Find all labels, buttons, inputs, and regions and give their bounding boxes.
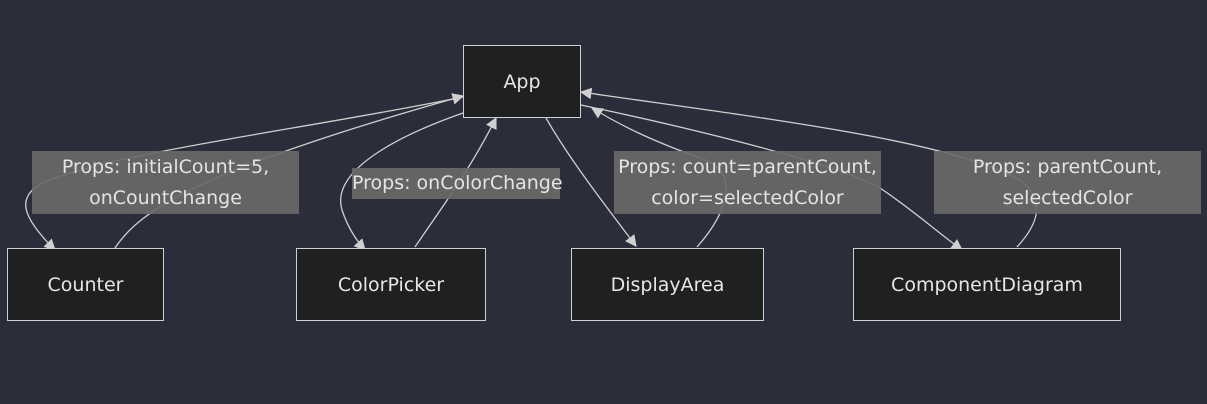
edge-label-component-diagram-props-line-1: Props: parentCount, bbox=[972, 155, 1163, 178]
edge-label-color-picker-props-line-1: Props: onColorChange bbox=[352, 172, 563, 194]
node-counter[interactable]: Counter bbox=[7, 248, 164, 321]
node-display-area[interactable]: DisplayArea bbox=[571, 248, 764, 321]
node-app[interactable]: App bbox=[463, 45, 581, 118]
edge-label-counter-props-line-1: Props: initialCount=5, bbox=[61, 155, 270, 178]
edge-label-display-area-props-line-2: color=selectedColor bbox=[651, 186, 844, 209]
edge-label-display-area-props: Props: count=parentCount, color=selected… bbox=[614, 151, 881, 214]
edge-app-to-color-picker bbox=[340, 112, 464, 251]
edge-label-display-area-props-line-1: Props: count=parentCount, bbox=[618, 155, 877, 178]
edge-label-counter-props: Props: initialCount=5, onCountChange bbox=[32, 151, 299, 214]
edge-label-component-diagram-props: Props: parentCount, selectedColor bbox=[934, 151, 1201, 214]
node-counter-label: Counter bbox=[47, 273, 124, 296]
node-component-diagram-label: ComponentDiagram bbox=[891, 273, 1083, 296]
node-component-diagram[interactable]: ComponentDiagram bbox=[853, 248, 1121, 321]
node-color-picker-label: ColorPicker bbox=[337, 273, 445, 296]
edge-label-component-diagram-props-line-2: selectedColor bbox=[1002, 186, 1133, 209]
node-color-picker[interactable]: ColorPicker bbox=[296, 248, 486, 321]
edge-label-counter-props-line-2: onCountChange bbox=[89, 186, 242, 209]
node-display-area-label: DisplayArea bbox=[610, 273, 725, 296]
edge-label-color-picker-props: Props: onColorChange bbox=[352, 168, 563, 199]
edge-app-to-display-area bbox=[545, 117, 637, 247]
node-app-label: App bbox=[503, 70, 541, 93]
